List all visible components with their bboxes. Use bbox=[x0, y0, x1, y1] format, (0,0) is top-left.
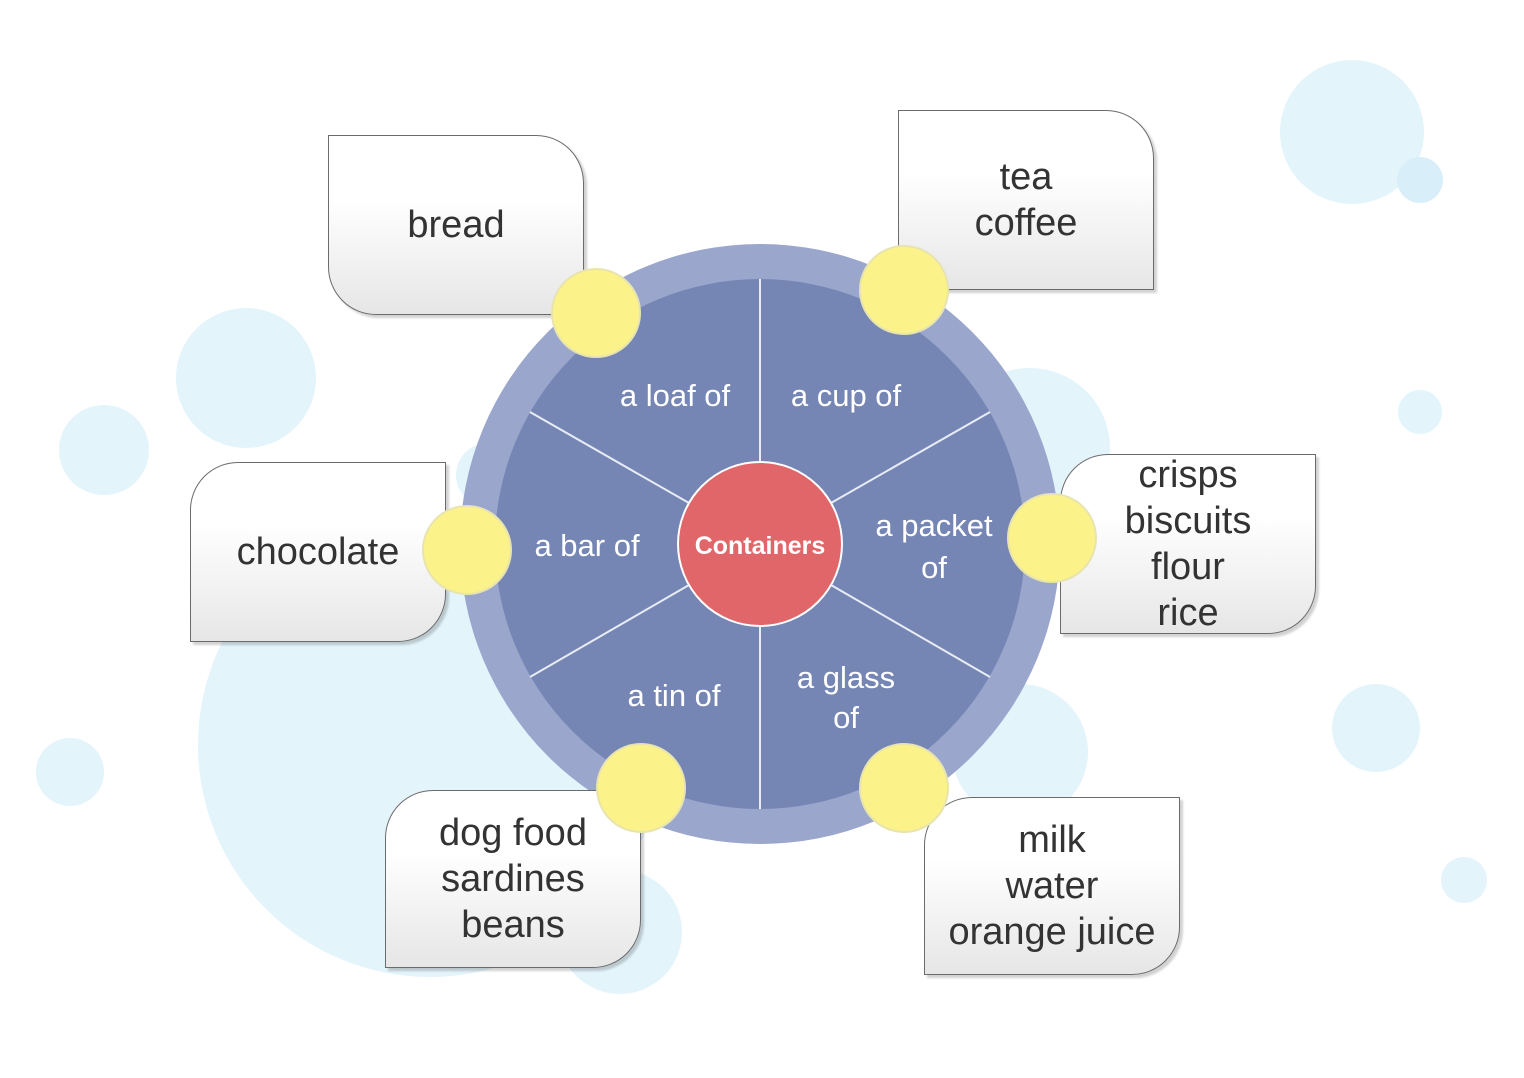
card-item: bread bbox=[407, 204, 505, 246]
segment-label-packet-2: of bbox=[921, 550, 947, 585]
bubble bbox=[59, 405, 149, 495]
card-item: coffee bbox=[974, 202, 1078, 244]
card-item: crisps bbox=[1138, 454, 1238, 496]
segment-label-tin: a tin of bbox=[627, 678, 720, 713]
segment-label-loaf: a loaf of bbox=[620, 378, 731, 413]
card-item: water bbox=[1005, 865, 1099, 907]
bubble bbox=[176, 308, 316, 448]
spoke-line bbox=[830, 411, 991, 504]
segment-label-cup: a cup of bbox=[791, 378, 902, 413]
bubble bbox=[1441, 857, 1487, 903]
card-tin: dog food sardines beans bbox=[385, 790, 641, 968]
spoke-line bbox=[830, 584, 991, 678]
card-bar: chocolate bbox=[190, 462, 446, 642]
card-cup: tea coffee bbox=[898, 110, 1154, 290]
card-item: flour bbox=[1151, 546, 1225, 588]
bubble bbox=[1397, 157, 1443, 203]
card-packet: crisps biscuits flour rice bbox=[1060, 454, 1316, 634]
spoke-line bbox=[529, 411, 690, 504]
segment-label-packet: a packet bbox=[875, 508, 993, 543]
bubble bbox=[1332, 684, 1420, 772]
spoke-line bbox=[529, 584, 690, 678]
bubble bbox=[1280, 60, 1424, 204]
card-loaf: bread bbox=[328, 135, 584, 315]
card-item: orange juice bbox=[948, 911, 1156, 953]
segment-label-bar: a bar of bbox=[534, 528, 640, 563]
card-item: tea bbox=[999, 156, 1053, 198]
bubble bbox=[1398, 390, 1442, 434]
segment-label-glass-2: of bbox=[833, 700, 859, 735]
card-item: chocolate bbox=[236, 531, 400, 573]
card-item: dog food bbox=[439, 812, 587, 854]
card-item: milk bbox=[1018, 819, 1086, 861]
card-glass: milk water orange juice bbox=[924, 797, 1180, 975]
segment-label-glass: a glass bbox=[797, 660, 895, 695]
center-hub-label: Containers bbox=[695, 532, 826, 560]
bubble bbox=[36, 738, 104, 806]
center-hub bbox=[677, 461, 843, 627]
card-item: beans bbox=[461, 904, 565, 946]
wheel-spokes bbox=[529, 279, 991, 809]
card-item: biscuits bbox=[1124, 500, 1252, 542]
card-item: rice bbox=[1157, 592, 1219, 634]
card-item: sardines bbox=[441, 858, 585, 900]
